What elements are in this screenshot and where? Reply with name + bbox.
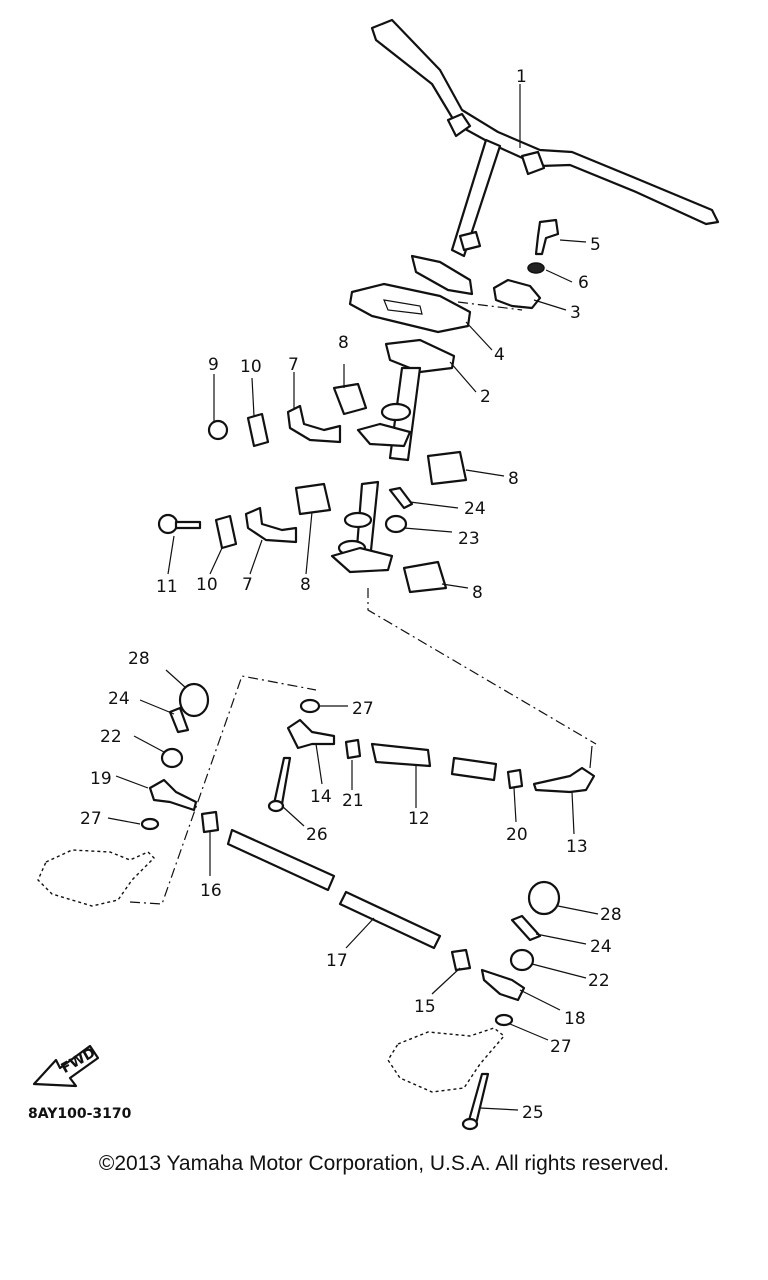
label-27b: 27	[80, 809, 102, 829]
label-19: 19	[90, 769, 112, 789]
plate-10a	[246, 412, 270, 448]
label-10b: 10	[196, 575, 218, 595]
label-22b: 22	[588, 971, 610, 991]
holder-7b	[244, 506, 298, 544]
diagram-code: 8AY100-3170	[28, 1106, 132, 1122]
nut-16	[200, 810, 220, 834]
label-15: 15	[414, 997, 436, 1017]
label-1: 1	[516, 67, 527, 87]
washer-27b	[299, 698, 321, 714]
tie-rod-12	[370, 742, 432, 768]
nut-23	[384, 514, 408, 534]
copyright-notice: ©2013 Yamaha Motor Corporation, U.S.A. A…	[98, 1152, 670, 1175]
label-17: 17	[326, 951, 348, 971]
bolt-5	[534, 218, 560, 256]
label-21: 21	[342, 791, 364, 811]
forward-arrow-icon: FWD	[32, 1045, 100, 1088]
bushing-8d	[402, 560, 448, 594]
label-24a: 24	[464, 499, 486, 519]
bushing-8c	[294, 482, 332, 516]
nut-22b	[509, 948, 535, 972]
knuckle-right	[387, 1027, 506, 1093]
bolt-11-head	[157, 513, 179, 535]
label-12: 12	[408, 809, 430, 829]
washer-6	[527, 262, 545, 274]
label-28a: 28	[128, 649, 150, 669]
label-10a: 10	[240, 357, 262, 377]
label-27c: 27	[550, 1037, 572, 1057]
steering-column-upper	[356, 338, 456, 462]
bushing-8b	[426, 450, 468, 486]
label-2: 2	[480, 387, 491, 407]
tie-rod-end-19	[148, 778, 198, 812]
label-23: 23	[458, 529, 480, 549]
part-labels: 1 2 3 4 5 6 7 8 9 10 8 24 23 11 10 7 8 8…	[80, 67, 622, 1123]
nut-21	[344, 738, 362, 760]
pin-24a	[388, 486, 414, 510]
washer-27a	[140, 817, 160, 831]
label-3: 3	[570, 303, 581, 323]
shaft-17b	[338, 890, 442, 950]
washer-27c	[494, 1013, 514, 1027]
bolt-25	[466, 1072, 490, 1126]
label-8b: 8	[508, 469, 519, 489]
bolt-26	[272, 756, 292, 806]
cap-9	[207, 419, 229, 441]
clamp	[492, 278, 542, 310]
label-5: 5	[590, 235, 601, 255]
label-7b: 7	[242, 575, 253, 595]
label-26: 26	[306, 825, 328, 845]
tie-rod-end-14	[286, 718, 336, 750]
handlebar	[370, 18, 720, 296]
pin-24b	[168, 706, 190, 734]
label-27a: 27	[352, 699, 374, 719]
steering-column-lower	[330, 480, 394, 574]
tie-rod-end-13	[532, 766, 596, 794]
pin-24c	[510, 914, 542, 942]
label-7a: 7	[288, 355, 299, 375]
label-25: 25	[522, 1103, 544, 1123]
plate-10b	[214, 514, 238, 550]
label-8d: 8	[472, 583, 483, 603]
knuckle-left	[37, 849, 155, 907]
label-24c: 24	[590, 937, 612, 957]
label-11: 11	[156, 577, 178, 597]
label-24b: 24	[108, 689, 130, 709]
nut-22a	[160, 747, 184, 769]
holder-7a	[286, 404, 342, 444]
label-9: 9	[208, 355, 219, 375]
cap-28a	[178, 682, 210, 718]
label-4: 4	[494, 345, 505, 365]
shaft-17a	[226, 828, 336, 892]
nut-20	[506, 768, 524, 790]
label-13: 13	[566, 837, 588, 857]
label-20: 20	[506, 825, 528, 845]
tie-rod-end-18	[480, 968, 526, 1002]
nut-15	[450, 948, 472, 972]
label-14: 14	[310, 787, 332, 807]
label-8c: 8	[300, 575, 311, 595]
cap-28b	[527, 880, 561, 916]
label-8a: 8	[338, 333, 349, 353]
bushing-8a	[332, 382, 368, 416]
label-16: 16	[200, 881, 222, 901]
leader-lines	[107, 84, 599, 1111]
label-22a: 22	[100, 727, 122, 747]
label-28b: 28	[600, 905, 622, 925]
label-6: 6	[578, 273, 589, 293]
upper-bracket	[348, 282, 472, 334]
label-18: 18	[564, 1009, 586, 1029]
tie-rod-12b	[450, 756, 498, 782]
